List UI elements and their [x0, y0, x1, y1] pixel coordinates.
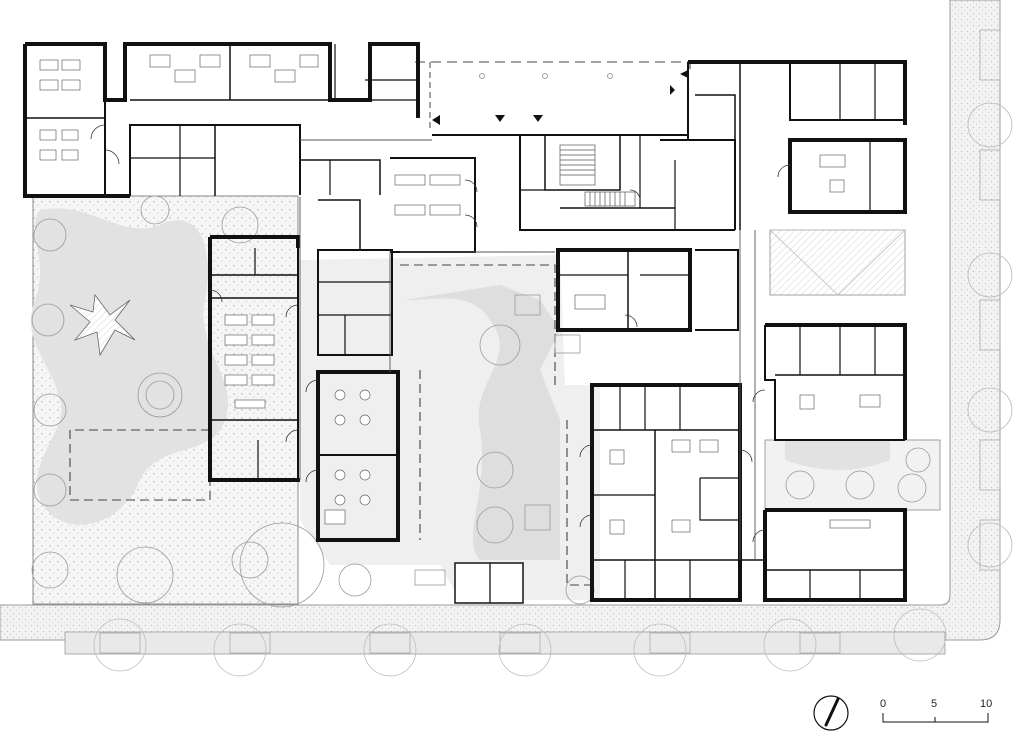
stairs	[559, 144, 636, 207]
entrance-markers	[432, 70, 688, 125]
scale-bar: 0 5 10	[880, 698, 992, 723]
furniture	[39, 54, 881, 535]
central-courtyard	[239, 255, 600, 608]
door-swings	[90, 124, 791, 543]
north-arrow-icon	[813, 695, 849, 731]
east-garden	[764, 229, 941, 511]
sidewalk	[0, 0, 1001, 655]
building-walls	[23, 42, 907, 602]
street-trees	[93, 102, 1013, 677]
canopy-columns	[479, 73, 613, 79]
scale-label-5: 5	[931, 698, 937, 710]
scale-label-0: 0	[880, 698, 886, 710]
west-garden	[30, 195, 299, 605]
scale-label-10: 10	[980, 698, 992, 710]
canopy-outline	[415, 61, 691, 75]
